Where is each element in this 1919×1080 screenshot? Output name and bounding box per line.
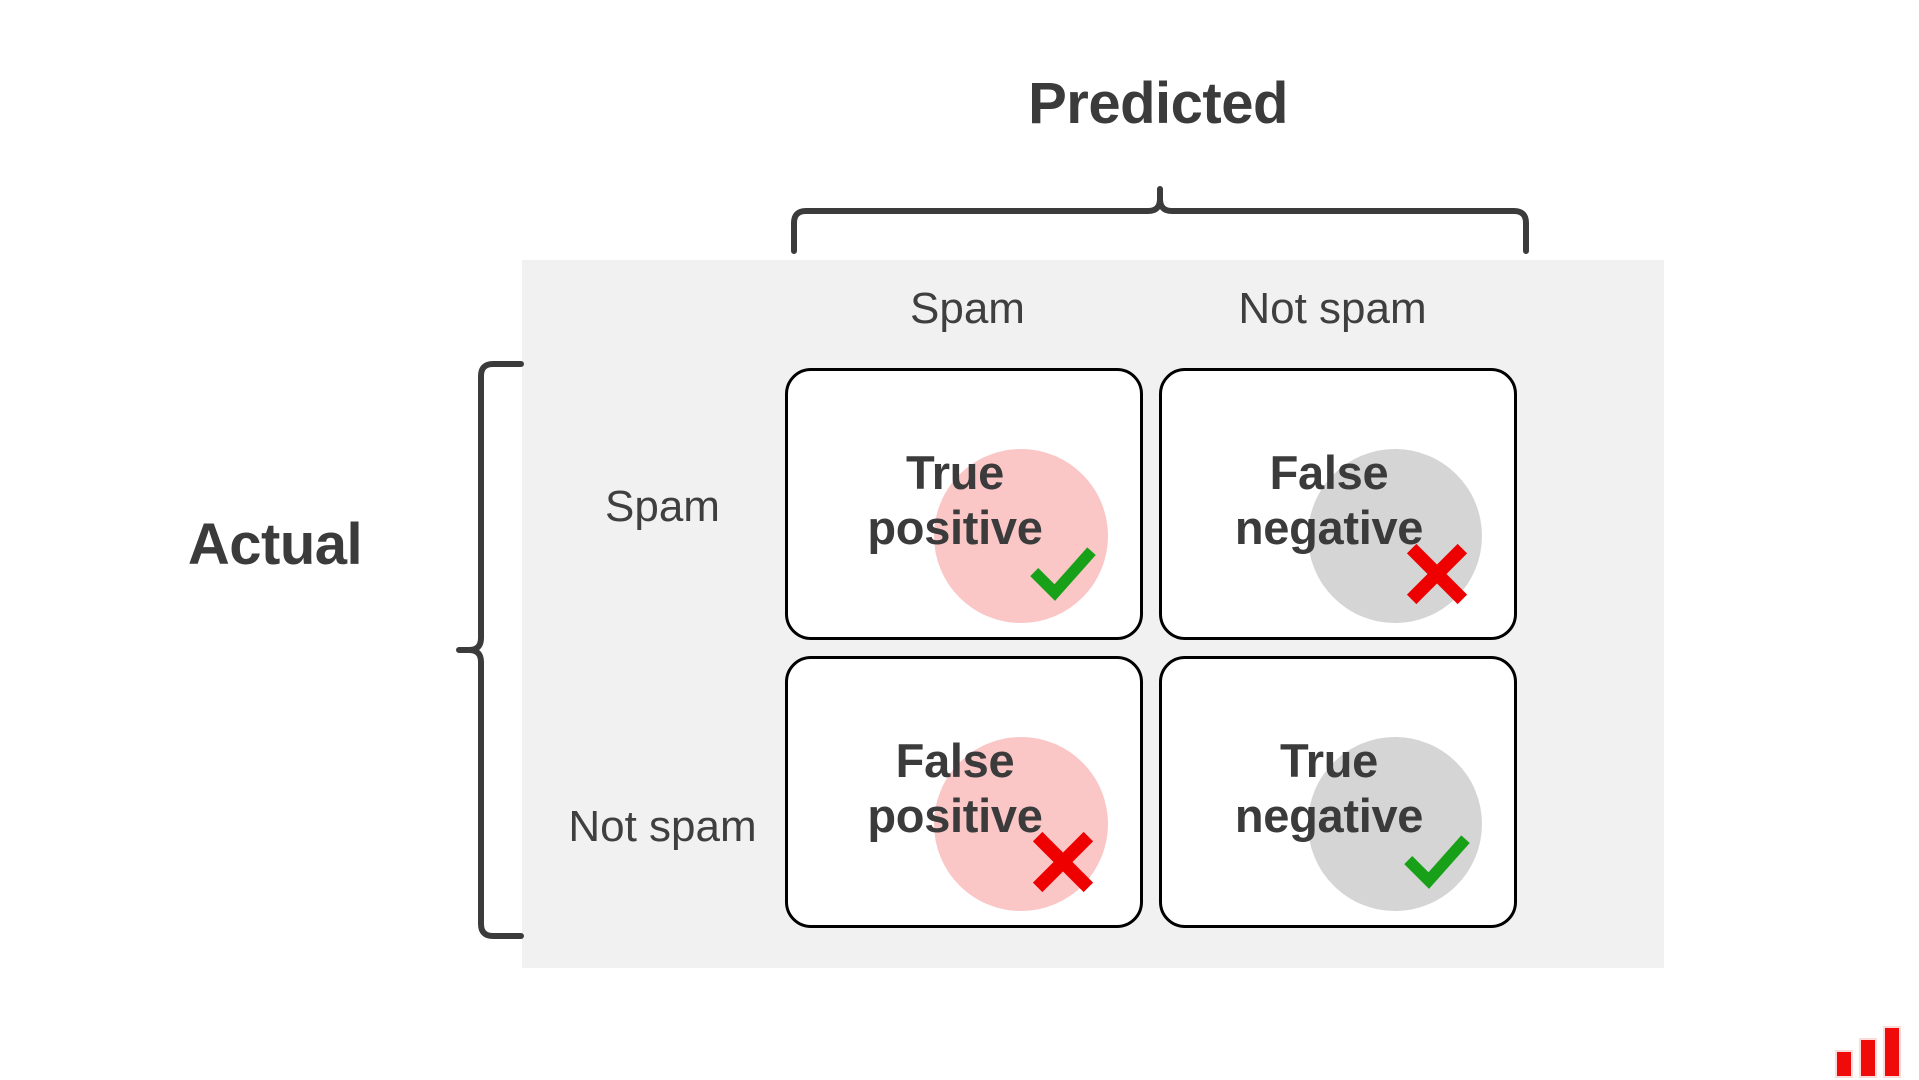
matrix-cell-false-positive[interactable]: False positive [785, 656, 1143, 928]
cell-label-false-positive: False positive [867, 734, 1060, 850]
actual-brace [455, 360, 525, 940]
actual-axis-title: Actual [187, 512, 363, 577]
predicted-axis-title: Predicted [1028, 71, 1288, 136]
pink-blob [934, 449, 1108, 623]
confusion-matrix-grid: True positive False negative [785, 368, 1517, 928]
cell-label-line2: negative [1234, 789, 1424, 842]
check-icon [1404, 829, 1470, 895]
bar-chart-logo [1835, 1026, 1911, 1078]
cell-label-line1: True [905, 446, 1005, 500]
cross-icon [1404, 541, 1470, 607]
cell-label-true-positive: True positive [867, 446, 1060, 562]
cell-label-line2: positive [867, 501, 1043, 554]
check-icon [1030, 541, 1096, 607]
cell-label-line1: False [895, 734, 1015, 788]
grey-blob [1308, 737, 1482, 911]
logo-bar-1 [1835, 1050, 1853, 1078]
cross-icon [1030, 829, 1096, 895]
predicted-brace [790, 185, 1530, 255]
cell-label-line1: False [1269, 446, 1389, 500]
logo-bar-2 [1859, 1038, 1877, 1078]
column-header-row: Spam Not spam [785, 284, 1515, 333]
row-header-spam: Spam [605, 482, 720, 532]
cell-label-false-negative: False negative [1235, 446, 1441, 562]
cell-label-line2: positive [867, 789, 1043, 842]
logo-bar-3 [1883, 1026, 1901, 1078]
column-header-spam: Spam [910, 284, 1025, 333]
cell-label-true-negative: True negative [1235, 734, 1441, 850]
cell-label-line1: True [1279, 734, 1379, 788]
matrix-cell-true-negative[interactable]: True negative [1159, 656, 1517, 928]
row-header-not-spam: Not spam [568, 802, 757, 852]
matrix-cell-true-positive[interactable]: True positive [785, 368, 1143, 640]
cell-label-line2: negative [1234, 501, 1424, 554]
matrix-cell-false-negative[interactable]: False negative [1159, 368, 1517, 640]
column-header-not-spam: Not spam [1238, 284, 1427, 333]
